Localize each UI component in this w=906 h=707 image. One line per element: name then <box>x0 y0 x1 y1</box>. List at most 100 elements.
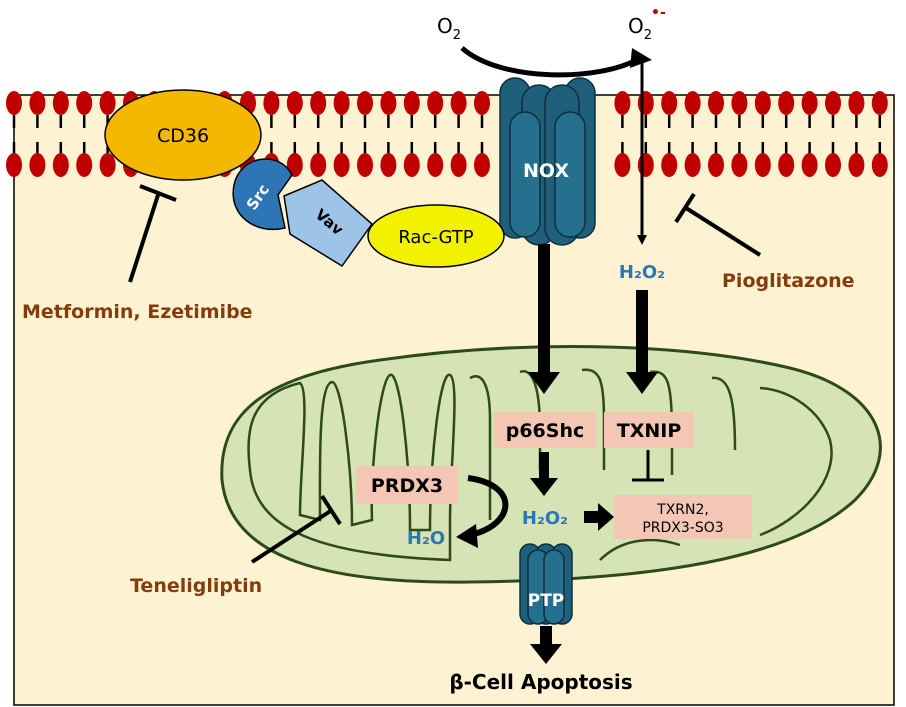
prdx3-label: PRDX3 <box>371 475 443 497</box>
lipid-head <box>333 91 350 115</box>
vav-protein <box>283 179 374 268</box>
lipid-head <box>614 153 631 177</box>
pioglitazone-label: Pioglitazone <box>722 270 855 292</box>
lipid-head <box>801 91 818 115</box>
mitochondrion-inner-membrane <box>247 373 456 562</box>
metformin-ezetimibe-label: Metformin, Ezetimibe <box>22 301 253 323</box>
prdx3-conversion-arrowhead <box>456 524 478 548</box>
lipid-head <box>357 153 373 177</box>
lipid-head <box>99 91 116 115</box>
ptp-to-apoptosis-arrowhead <box>530 644 562 664</box>
nox-subunit <box>509 111 541 238</box>
lipid-head <box>778 153 795 177</box>
ptp-to-apoptosis-arrow-shaft <box>540 626 552 646</box>
lipid-head <box>450 153 467 177</box>
prdx3-conversion-arrow <box>467 475 509 538</box>
ptp-label: PTP <box>528 591 565 611</box>
o2-superoxide-label: O2 <box>628 14 652 43</box>
lipid-head <box>754 91 771 115</box>
cd36-label: CD36 <box>157 125 209 147</box>
lipid-head <box>731 91 748 115</box>
lipid-head <box>754 153 771 177</box>
teneligliptin-inhibition-bar <box>320 494 342 526</box>
lipid-head <box>848 91 865 115</box>
ptp-pore: PTP <box>519 543 573 625</box>
h2o2-to-txrn2-arrowhead <box>598 503 614 531</box>
lipid-head <box>708 153 724 177</box>
pioglitazone-inhibition-line <box>684 206 762 257</box>
h2o2-cytosol-label: H₂O₂ <box>619 262 665 283</box>
txrn2-label-line1: TXRN2, <box>656 502 709 518</box>
lipid-head <box>661 91 678 115</box>
lipid-head <box>825 153 841 177</box>
lipid-head <box>99 153 116 177</box>
lipid-head <box>427 91 444 115</box>
lipid-head <box>52 91 69 115</box>
txrn2-label-line2: PRDX3-SO3 <box>642 520 723 536</box>
lipid-head <box>76 153 93 177</box>
lipid-head <box>333 153 350 177</box>
ptp-subunit <box>543 549 565 625</box>
teneligliptin-label: Teneligliptin <box>130 575 262 597</box>
rac-gtp <box>367 204 505 268</box>
cd36-receptor <box>104 89 262 181</box>
nox-to-p66shc-arrow-shaft <box>538 244 550 374</box>
txrn2-prdx3so3-box <box>614 495 752 539</box>
nox-subunit <box>554 111 586 238</box>
lipid-head <box>848 153 865 177</box>
lipid-head <box>403 153 420 177</box>
lipid-head <box>684 153 701 177</box>
metformin-inhibition-bar <box>139 184 177 202</box>
lipid-head <box>661 153 678 177</box>
lipid-head <box>380 91 397 115</box>
o2-conversion-arrowhead <box>630 48 652 68</box>
prdx3-box <box>356 466 458 504</box>
lipid-head <box>427 153 444 177</box>
p66shc-to-h2o2-arrow-shaft <box>539 452 549 480</box>
lipid-head <box>731 153 748 177</box>
lipid-head <box>286 153 303 177</box>
metformin-inhibition-line <box>128 194 160 283</box>
nox-label: NOX <box>523 160 569 182</box>
lipid-head <box>614 91 631 115</box>
o2-conversion-arrow <box>460 46 642 78</box>
lipid-head <box>29 91 46 115</box>
lipid-head <box>708 91 724 115</box>
membrane-heads <box>6 91 888 177</box>
p66shc-box <box>494 412 596 448</box>
lipid-head <box>474 91 490 115</box>
teneligliptin-inhibition-line <box>250 508 334 564</box>
lipid-head <box>52 153 69 177</box>
beta-cell-apoptosis-label: β-Cell Apoptosis <box>449 670 632 694</box>
pioglitazone-inhibition-bar <box>674 192 696 224</box>
lipid-head <box>637 91 654 115</box>
lipid-head <box>310 153 327 177</box>
src-kinase <box>232 158 293 231</box>
superoxide-charge: •- <box>651 5 666 21</box>
lipid-head <box>6 91 22 115</box>
o2-left-label: O2 <box>437 14 461 43</box>
h2o-label: H₂O <box>407 528 445 549</box>
txnip-box <box>604 412 694 448</box>
lipid-head <box>357 91 373 115</box>
lipid-head <box>403 91 420 115</box>
lipid-head <box>76 91 93 115</box>
p66shc-to-h2o2-arrowhead <box>530 478 558 496</box>
lipid-head <box>29 153 46 177</box>
lipid-head <box>450 91 467 115</box>
lipid-head <box>263 91 280 115</box>
lipid-head <box>310 91 327 115</box>
p66shc-label: p66Shc <box>506 420 585 442</box>
h2o2-to-txnip-arrow-shaft <box>636 290 648 374</box>
nox-complex: NOX <box>499 77 596 246</box>
lipid-head <box>286 91 303 115</box>
lipid-head <box>637 153 654 177</box>
lipid-head <box>825 91 841 115</box>
lipid-head <box>380 153 397 177</box>
mitochondrion-cristae-right <box>469 368 833 561</box>
lipid-head <box>871 91 888 115</box>
nox-to-p66shc-arrowhead <box>528 372 560 394</box>
txnip-label: TXNIP <box>617 420 682 442</box>
